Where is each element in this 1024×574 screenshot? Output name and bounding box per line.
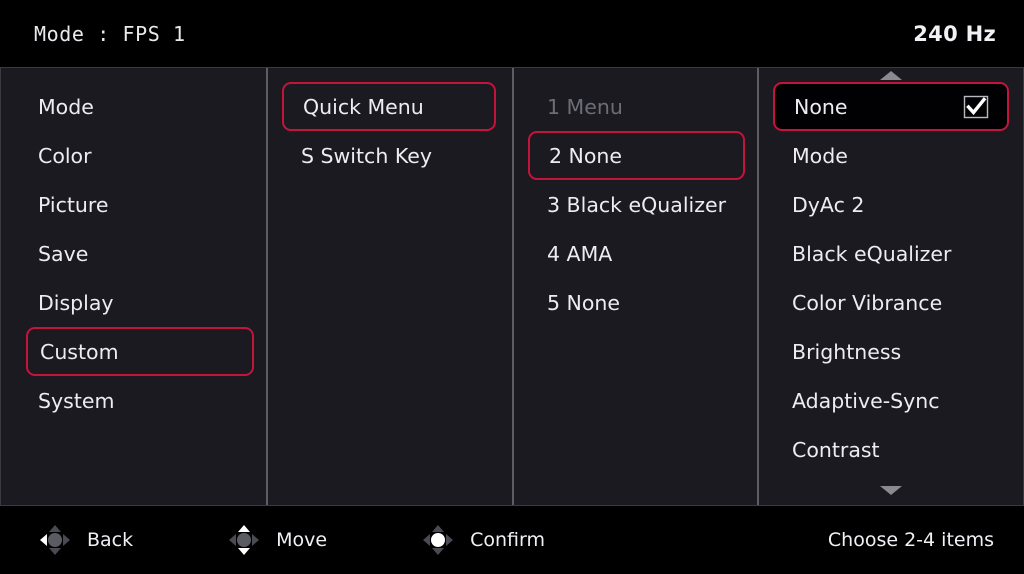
mode-label: Mode : FPS 1 — [34, 21, 186, 46]
osd-header: Mode : FPS 1 240 Hz — [0, 0, 1024, 68]
sidebar-item-display[interactable]: Display — [1, 278, 266, 327]
option-item-dyac-2[interactable]: DyAc 2 — [773, 180, 1023, 229]
slot-item-label: 4 AMA — [547, 241, 613, 266]
main-menu-column: Mode Color Picture Save Display Custom S… — [1, 68, 266, 505]
submenu-column: Quick Menu S Switch Key — [266, 68, 512, 505]
slot-item-4-ama[interactable]: 4 AMA — [528, 229, 757, 278]
sidebar-item-label: Custom — [40, 339, 119, 364]
hint-move[interactable]: Move — [229, 525, 327, 555]
slot-item-2-none[interactable]: 2 None — [528, 131, 745, 180]
slot-list-column: 1 Menu 2 None 3 Black eQualizer 4 AMA 5 … — [512, 68, 757, 505]
sidebar-item-label: Color — [38, 143, 92, 168]
sidebar-item-color[interactable]: Color — [1, 131, 266, 180]
option-item-label: Contrast — [792, 437, 880, 462]
submenu-item-quick-menu[interactable]: Quick Menu — [282, 82, 496, 131]
option-item-color-vibrance[interactable]: Color Vibrance — [773, 278, 1023, 327]
sidebar-item-system[interactable]: System — [1, 376, 266, 425]
submenu-item-label: Quick Menu — [303, 94, 424, 119]
triangle-up-icon[interactable] — [880, 71, 902, 80]
sidebar-item-save[interactable]: Save — [1, 229, 266, 278]
dpad-center-icon — [423, 525, 454, 555]
hint-label: Move — [276, 529, 328, 551]
option-item-black-equalizer[interactable]: Black eQualizer — [773, 229, 1023, 278]
slot-item-5-none[interactable]: 5 None — [528, 278, 757, 327]
refresh-rate-label: 240 Hz — [913, 21, 996, 46]
slot-item-label: 2 None — [549, 143, 623, 168]
option-item-contrast[interactable]: Contrast — [773, 425, 1023, 474]
option-item-adaptive-sync[interactable]: Adaptive-Sync — [773, 376, 1023, 425]
sidebar-item-custom[interactable]: Custom — [26, 327, 254, 376]
hint-confirm[interactable]: Confirm — [423, 525, 545, 555]
option-item-none[interactable]: None — [773, 82, 1009, 131]
sidebar-item-label: Save — [38, 241, 89, 266]
sidebar-item-picture[interactable]: Picture — [1, 180, 266, 229]
submenu-item-s-switch-key[interactable]: S Switch Key — [282, 131, 512, 180]
option-item-label: Adaptive-Sync — [792, 388, 940, 413]
option-item-label: Brightness — [792, 339, 902, 364]
hint-back[interactable]: Back — [40, 525, 133, 555]
sidebar-item-mode[interactable]: Mode — [1, 82, 266, 131]
dpad-left-icon — [40, 525, 70, 555]
hint-label: Back — [87, 529, 134, 551]
osd-body: Mode Color Picture Save Display Custom S… — [0, 68, 1024, 506]
option-item-mode[interactable]: Mode — [773, 131, 1023, 180]
options-column: None Mode DyAc 2 Black eQualizer Color V… — [757, 68, 1023, 505]
option-item-label: None — [794, 94, 848, 119]
option-item-label: Color Vibrance — [792, 290, 943, 315]
sidebar-item-label: Mode — [38, 94, 94, 119]
slot-item-1-menu: 1 Menu — [528, 82, 757, 131]
slot-item-label: 5 None — [547, 290, 621, 315]
option-item-label: Mode — [792, 143, 848, 168]
slot-item-label: 1 Menu — [547, 94, 623, 119]
slot-item-3-black-equalizer[interactable]: 3 Black eQualizer — [528, 180, 757, 229]
option-item-brightness[interactable]: Brightness — [773, 327, 1023, 376]
slot-item-label: 3 Black eQualizer — [547, 192, 727, 217]
option-item-label: DyAc 2 — [792, 192, 865, 217]
submenu-item-label: S Switch Key — [301, 143, 432, 168]
osd-footer: Back Move Confirm Choose 2-4 items — [0, 506, 1024, 574]
hint-label: Confirm — [470, 529, 545, 551]
sidebar-item-label: System — [38, 388, 115, 413]
sidebar-item-label: Display — [38, 290, 114, 315]
triangle-down-icon[interactable] — [880, 486, 902, 495]
dpad-updown-icon — [229, 525, 260, 555]
status-text: Choose 2-4 items — [827, 529, 994, 551]
sidebar-item-label: Picture — [38, 192, 109, 217]
check-icon — [963, 94, 989, 120]
option-item-label: Black eQualizer — [792, 241, 952, 266]
